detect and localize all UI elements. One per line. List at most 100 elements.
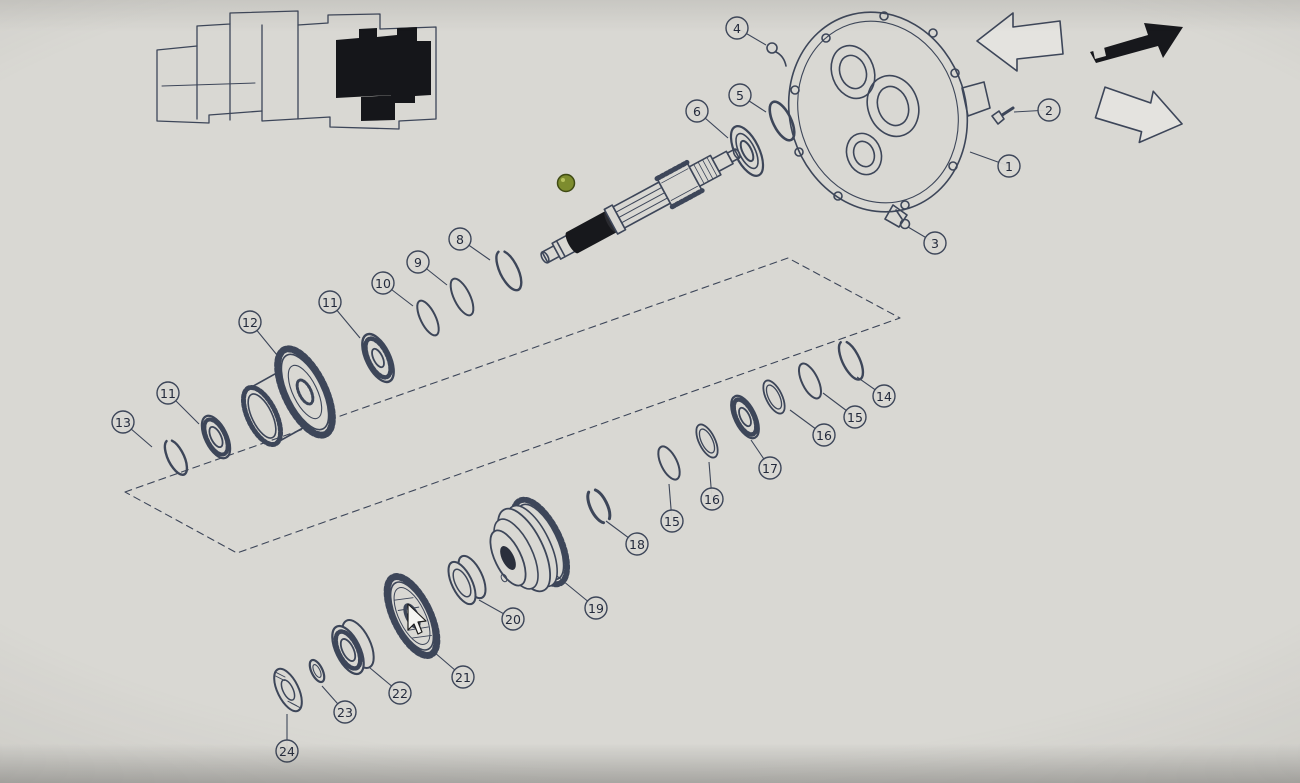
callout-balloon[interactable] [501,607,525,631]
callout-12[interactable]: 12 [238,310,278,356]
callout-17[interactable]: 17 [750,439,782,480]
thumbnail-selected-section [336,27,431,121]
callout-2[interactable]: 2 [1013,98,1061,122]
callout-balloon[interactable] [275,739,299,763]
callout-balloon[interactable] [728,83,752,107]
thumbnail-outline [156,10,437,130]
part-11-bearing-b[interactable] [196,412,236,463]
callout-8[interactable]: 8 [448,227,491,261]
part-17-bearing[interactable] [725,392,764,443]
callout-balloon[interactable] [700,487,724,511]
callout-number: 10 [375,276,391,291]
part-10-ring[interactable] [413,298,443,339]
part-9-ring[interactable] [446,276,478,319]
callout-balloon[interactable] [451,665,475,689]
part-24-washer[interactable] [268,665,307,716]
callout-balloon[interactable] [872,384,896,408]
callout-number: 23 [337,705,353,720]
callout-13[interactable]: 13 [111,410,153,448]
callout-14[interactable]: 14 [856,376,896,408]
callout-balloon[interactable] [725,16,749,40]
callout-balloon[interactable] [111,410,135,434]
callout-number: 18 [629,537,645,552]
callout-16[interactable]: 16 [700,461,724,511]
part-12-gear[interactable] [236,341,344,450]
callout-number: 8 [456,232,464,247]
callout-balloon[interactable] [406,250,430,274]
part-15-ring-a[interactable] [794,360,825,401]
part-4-fitting[interactable] [766,42,787,67]
part-3-plug[interactable] [895,209,911,230]
callout-balloon[interactable] [812,423,836,447]
part-20-sleeve[interactable] [443,552,491,608]
part-8-snap-ring[interactable] [491,247,526,293]
callout-balloon[interactable] [660,509,684,533]
callout-19[interactable]: 19 [556,575,608,620]
callout-3[interactable]: 3 [907,226,947,255]
callout-number: 13 [115,415,131,430]
callout-number: 22 [392,686,408,701]
callout-5[interactable]: 5 [728,83,767,113]
callout-4[interactable]: 4 [725,16,767,46]
callout-number: 9 [414,255,422,270]
nav-back-arrow[interactable] [976,12,1064,72]
callout-balloon[interactable] [923,231,947,255]
part-22-bearing[interactable] [326,615,380,678]
arrow-left-icon [976,12,1064,72]
callout-10[interactable]: 10 [371,271,414,307]
part-19-gear-drum[interactable] [483,492,578,599]
callout-1[interactable]: 1 [969,151,1021,178]
callout-balloon[interactable] [156,381,180,405]
callout-balloon[interactable] [333,700,357,724]
part-15-ring-b[interactable] [654,443,684,482]
callout-balloon[interactable] [843,405,867,429]
callout-balloon[interactable] [625,532,649,556]
callout-21[interactable]: 21 [433,651,475,689]
callout-number: 16 [704,492,720,507]
part-shaft[interactable] [535,138,747,272]
callout-balloon[interactable] [758,456,782,480]
thumbnail-detail-line [161,82,256,87]
callout-balloon[interactable] [318,290,342,314]
callout-22[interactable]: 22 [369,667,412,705]
callout-15[interactable]: 15 [822,392,867,429]
part-23-ring[interactable] [307,658,327,684]
callout-16[interactable]: 16 [789,409,836,447]
callout-number: 17 [762,461,778,476]
callout-number: 4 [733,21,741,36]
part-13-snap-ring[interactable] [161,437,192,478]
part-16-washer-a[interactable] [759,377,789,416]
nav-next-page-arrow[interactable] [1092,81,1187,151]
callout-11[interactable]: 11 [318,290,361,339]
group-boundary-dashed-box [124,257,901,554]
callout-9[interactable]: 9 [406,250,448,286]
callout-balloon[interactable] [997,154,1021,178]
part-2-screw[interactable] [991,106,1015,125]
part-7-selected-highlight[interactable] [556,173,576,193]
callout-balloon[interactable] [371,271,395,295]
callout-balloon[interactable] [584,596,608,620]
part-1-housing[interactable] [763,0,993,235]
part-16-washer-b[interactable] [692,421,722,460]
callout-balloon[interactable] [388,681,412,705]
callout-11[interactable]: 11 [156,381,200,425]
callout-6[interactable]: 6 [685,99,729,139]
part-14-snap-ring[interactable] [834,338,868,383]
callout-balloon[interactable] [448,227,472,251]
part-18-split-collar[interactable] [584,487,614,525]
nav-forward-arrow[interactable] [1090,23,1183,63]
callout-20[interactable]: 20 [478,599,525,631]
callout-24[interactable]: 24 [275,714,299,763]
callout-18[interactable]: 18 [605,520,649,556]
overview-thumbnail[interactable] [156,10,437,130]
callout-balloon[interactable] [238,310,262,334]
callout-balloon[interactable] [1037,98,1061,122]
part-11-bearing-a[interactable] [356,329,400,386]
callout-number: 6 [693,104,701,119]
callout-15[interactable]: 15 [660,483,684,533]
callout-balloon[interactable] [685,99,709,123]
mouse-cursor [407,603,427,635]
callout-number: 11 [322,295,338,310]
part-5-oring[interactable] [765,98,800,144]
callout-23[interactable]: 23 [321,685,357,724]
